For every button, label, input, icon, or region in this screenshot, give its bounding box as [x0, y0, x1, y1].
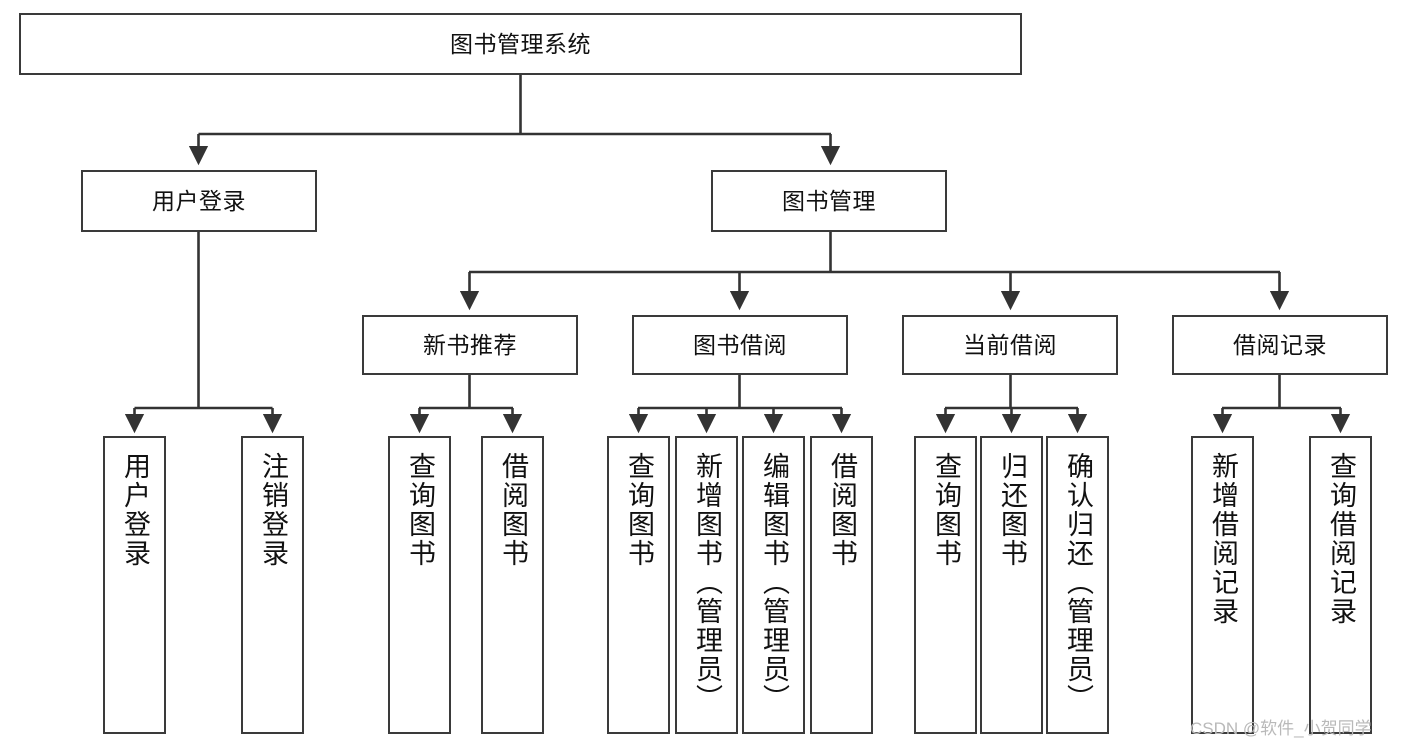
node-leaf-user-login-label: 用户登录 [120, 452, 150, 568]
node-leaf-return-book-label: 归还图书 [997, 452, 1027, 568]
node-leaf-confirm-return-admin-label: 确认归还（管理员） [1063, 452, 1093, 713]
node-new-book-recommend[interactable]: 新书推荐 [362, 315, 578, 375]
node-leaf-add-borrow-record[interactable]: 新增借阅记录 [1191, 436, 1254, 734]
node-leaf-add-borrow-record-label: 新增借阅记录 [1208, 452, 1238, 626]
node-leaf-user-login[interactable]: 用户登录 [103, 436, 166, 734]
node-leaf-borrow-book-recommend-label: 借阅图书 [498, 452, 528, 568]
node-book-management[interactable]: 图书管理 [711, 170, 947, 232]
node-book-borrow[interactable]: 图书借阅 [632, 315, 848, 375]
node-user-login-label: 用户登录 [152, 187, 246, 214]
node-leaf-borrow-book[interactable]: 借阅图书 [810, 436, 873, 734]
node-leaf-query-book-recommend-label: 查询图书 [405, 452, 435, 568]
csdn-watermark: CSDN @软件_小贺同学 [1190, 719, 1372, 738]
node-leaf-query-borrow-record[interactable]: 查询借阅记录 [1309, 436, 1372, 734]
node-new-book-recommend-label: 新书推荐 [423, 331, 517, 358]
node-leaf-logout[interactable]: 注销登录 [241, 436, 304, 734]
node-current-borrow-label: 当前借阅 [963, 331, 1057, 358]
node-leaf-edit-book-admin-label: 编辑图书（管理员） [759, 452, 789, 713]
node-user-login[interactable]: 用户登录 [81, 170, 317, 232]
node-leaf-confirm-return-admin[interactable]: 确认归还（管理员） [1046, 436, 1109, 734]
node-leaf-borrow-book-label: 借阅图书 [827, 452, 857, 568]
node-root-system-label: 图书管理系统 [450, 30, 591, 57]
node-leaf-query-book-borrow-label: 查询图书 [624, 452, 654, 568]
node-current-borrow[interactable]: 当前借阅 [902, 315, 1118, 375]
node-leaf-query-book-borrow[interactable]: 查询图书 [607, 436, 670, 734]
node-borrow-record-label: 借阅记录 [1233, 331, 1327, 358]
node-leaf-query-book-current-label: 查询图书 [931, 452, 961, 568]
node-leaf-query-book-recommend[interactable]: 查询图书 [388, 436, 451, 734]
node-leaf-query-borrow-record-label: 查询借阅记录 [1326, 452, 1356, 626]
node-book-management-label: 图书管理 [782, 187, 876, 214]
node-leaf-query-book-current[interactable]: 查询图书 [914, 436, 977, 734]
node-book-borrow-label: 图书借阅 [693, 331, 787, 358]
node-leaf-add-book-admin[interactable]: 新增图书（管理员） [675, 436, 738, 734]
node-leaf-return-book[interactable]: 归还图书 [980, 436, 1043, 734]
node-leaf-borrow-book-recommend[interactable]: 借阅图书 [481, 436, 544, 734]
node-leaf-add-book-admin-label: 新增图书（管理员） [692, 452, 722, 713]
node-root-system[interactable]: 图书管理系统 [19, 13, 1022, 75]
node-leaf-edit-book-admin[interactable]: 编辑图书（管理员） [742, 436, 805, 734]
node-borrow-record[interactable]: 借阅记录 [1172, 315, 1388, 375]
node-leaf-logout-label: 注销登录 [258, 452, 288, 568]
